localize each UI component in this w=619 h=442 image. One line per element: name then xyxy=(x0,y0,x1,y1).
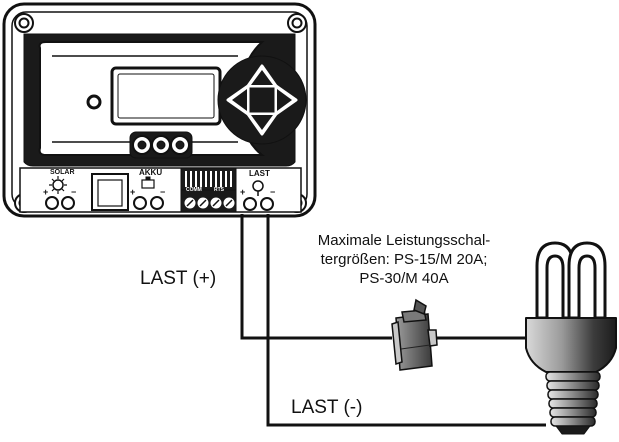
comm-rts-terminal-block xyxy=(180,167,237,213)
breaker-note-line-2: tergrößen: PS-15/M 20A; xyxy=(320,251,488,268)
last-label: LAST xyxy=(249,169,270,178)
charge-controller: SOLAR AKKU COMM RTS LAST + − + − + − xyxy=(2,2,317,218)
status-led-icon xyxy=(86,94,102,110)
akku-minus: − xyxy=(160,187,165,197)
wire-positive xyxy=(240,214,392,340)
circuit-breaker-icon xyxy=(391,298,438,371)
akku-label: AKKU xyxy=(139,168,162,177)
keypad xyxy=(217,55,307,145)
breaker-note-line-1: Maximale Leistungsschal- xyxy=(317,232,491,249)
solar-label: SOLAR xyxy=(50,169,75,176)
solar-minus: − xyxy=(71,187,76,197)
rts-label: RTS xyxy=(214,187,225,193)
load-terminals xyxy=(243,180,274,211)
breaker-size-note: Maximale Leistungsschal- tergrößen: PS-1… xyxy=(278,231,530,288)
breaker-note-line-3: PS-30/M 40A xyxy=(359,270,449,287)
indicator-knobs xyxy=(129,131,193,159)
battery-terminals xyxy=(133,176,164,210)
load-positive-label: LAST (+) xyxy=(140,268,217,289)
load-wires xyxy=(240,214,546,427)
last-minus: − xyxy=(270,187,275,197)
akku-plus: + xyxy=(130,187,135,197)
solar-terminals xyxy=(45,176,75,210)
comm-label: COMM xyxy=(186,187,202,193)
solar-plus: + xyxy=(43,187,48,197)
load-negative-label: LAST (-) xyxy=(291,397,363,418)
lcd-display xyxy=(110,66,222,126)
last-plus: + xyxy=(240,187,245,197)
cfl-bulb-icon xyxy=(525,241,617,435)
wire-negative xyxy=(266,214,546,427)
